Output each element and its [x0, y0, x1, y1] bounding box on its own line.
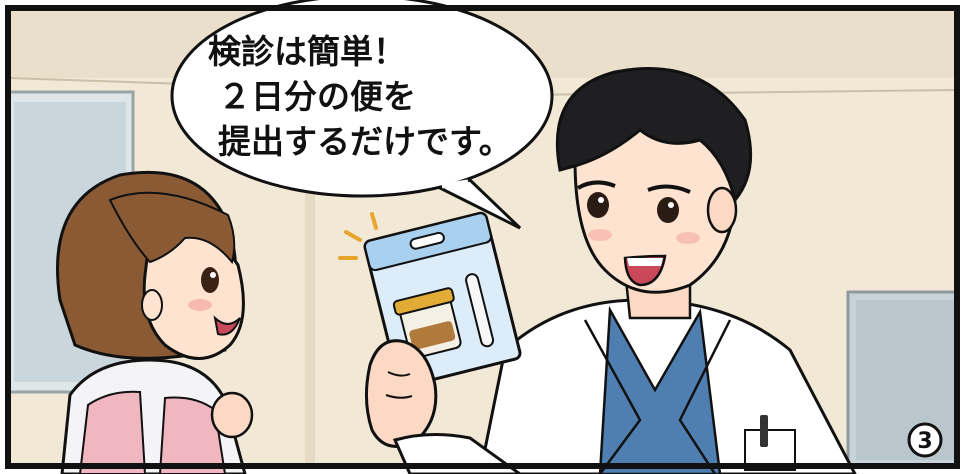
sample-swab-stick [465, 273, 495, 348]
sparkle-lines [338, 212, 378, 260]
nurse-hand [210, 391, 254, 439]
nurse-blush [188, 299, 212, 311]
doctor-eye-left [587, 192, 609, 218]
doctor-eye-right [657, 197, 679, 223]
speech-bubble-body [170, 0, 554, 198]
speech-line-1: 検診は簡単！ [208, 32, 406, 71]
stool-sample-jar [392, 287, 462, 359]
doctor-character [478, 67, 857, 474]
nurse-apron [78, 390, 147, 474]
doctor-hair [555, 67, 753, 204]
nurse-mouth [213, 315, 241, 336]
speech-line-2: ２日分の便を [218, 77, 416, 116]
panel-border [5, 5, 960, 469]
panel-number-badge: 3 [907, 422, 943, 458]
doctor-hand [364, 339, 438, 448]
pen-icon [760, 415, 768, 447]
panel-number: 3 [917, 429, 932, 454]
door-frame [305, 110, 315, 466]
nurse-eye [201, 267, 219, 293]
speech-bubble: 検診は簡単！ ２日分の便を 提出するだけです。 [170, 0, 554, 230]
speech-line-3: 提出するだけです。 [218, 122, 512, 161]
card-hang-hole [409, 231, 445, 250]
nurse-character [56, 170, 254, 474]
